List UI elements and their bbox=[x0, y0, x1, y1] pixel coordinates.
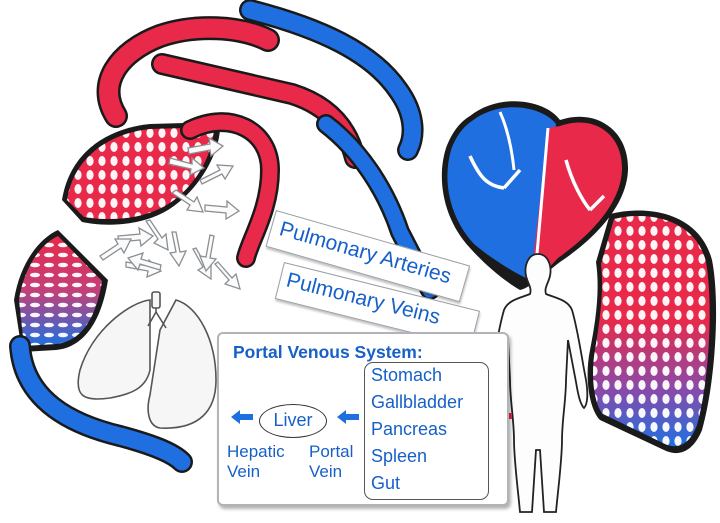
liver-oval: Liver bbox=[259, 404, 327, 438]
organ-item-gut: Gut bbox=[371, 473, 401, 493]
vein-arch-piece[interactable] bbox=[239, 0, 424, 161]
hepatic-vein-line2: Vein bbox=[227, 462, 261, 481]
capillary-bed-lower-left[interactable] bbox=[14, 230, 108, 352]
organ-item-spleen: Spleen bbox=[371, 446, 428, 466]
vein-strip-piece[interactable] bbox=[316, 114, 440, 300]
organ-item-gallbladder: Gallbladder bbox=[371, 392, 464, 412]
arrow-pieces[interactable] bbox=[99, 136, 241, 290]
organ-list: Stomach Gallbladder Pancreas Spleen Gut bbox=[364, 362, 489, 500]
organ-item-pancreas: Pancreas bbox=[371, 419, 448, 439]
artery-loop-piece[interactable] bbox=[180, 112, 281, 268]
portal-title: Portal Venous System: bbox=[233, 342, 423, 362]
capillary-bed-right[interactable] bbox=[587, 210, 717, 454]
artery-arch-piece[interactable] bbox=[96, 16, 280, 128]
portal-venous-system-card[interactable]: Portal Venous System: Liver Hepatic Vein… bbox=[217, 332, 509, 506]
portal-arrow-icon bbox=[337, 410, 359, 424]
portal-vein-line1: Portal bbox=[309, 442, 354, 461]
portal-vein-label: Portal Vein bbox=[309, 442, 353, 482]
organ-item-stomach: Stomach bbox=[371, 365, 443, 385]
lungs-piece[interactable] bbox=[77, 291, 217, 429]
vein-curve-piece[interactable] bbox=[9, 335, 193, 473]
hepatic-vein-label: Hepatic Vein bbox=[227, 442, 285, 482]
heart-piece[interactable] bbox=[441, 101, 628, 290]
human-silhouette-piece[interactable] bbox=[487, 253, 589, 513]
liver-label: Liver bbox=[273, 410, 313, 430]
hepatic-vein-line1: Hepatic bbox=[227, 442, 285, 461]
hepatic-arrow-icon bbox=[231, 410, 253, 424]
portal-vein-line2: Vein bbox=[309, 462, 343, 481]
